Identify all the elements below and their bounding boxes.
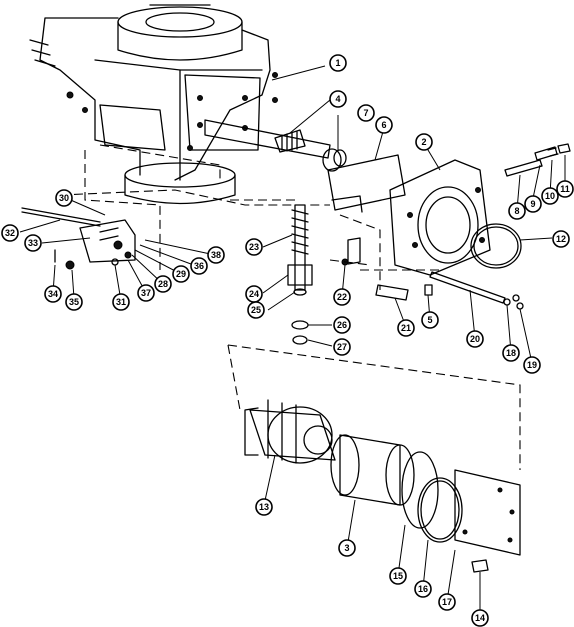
callout-35: 35 [65,293,83,311]
svg-text:32: 32 [5,228,15,238]
callout-15: 15 [389,567,407,585]
svg-text:17: 17 [442,597,452,607]
svg-text:12: 12 [556,234,566,244]
callout-32: 32 [1,224,19,242]
svg-text:37: 37 [141,288,151,298]
svg-text:24: 24 [249,289,259,299]
dashed-guide-lines [59,144,521,470]
svg-text:11: 11 [560,184,570,194]
callout-28: 28 [154,275,172,293]
svg-text:13: 13 [259,502,269,512]
callout-26: 26 [333,316,351,334]
svg-text:6: 6 [381,120,386,130]
svg-text:25: 25 [251,305,261,315]
svg-text:35: 35 [69,297,79,307]
svg-text:8: 8 [514,206,519,216]
svg-text:21: 21 [401,323,411,333]
callout-7: 7 [357,104,375,122]
callout-22: 22 [333,288,351,306]
svg-text:19: 19 [527,360,537,370]
callout-11: 11 [556,180,574,198]
svg-text:22: 22 [337,292,347,302]
callout-1: 1 [329,54,347,72]
svg-text:4: 4 [335,94,340,104]
callout-9: 9 [524,195,542,213]
callout-34: 34 [44,285,62,303]
svg-text:1: 1 [335,58,340,68]
callout-16: 16 [414,580,432,598]
shaft-assembly [204,119,347,172]
callouts: 1 2 3 4 5 6 7 8 9 10 11 12 13 14 15 16 1… [1,54,574,627]
end-cover [389,159,522,276]
callout-18: 18 [502,344,520,362]
svg-text:3: 3 [344,543,349,553]
callout-23: 23 [245,238,263,256]
callout-37: 37 [137,284,155,302]
svg-text:31: 31 [116,297,126,307]
svg-text:5: 5 [427,315,432,325]
callout-27: 27 [333,338,351,356]
callout-29: 29 [172,265,190,283]
relief-valve-assembly [287,204,313,345]
small-parts [341,237,524,310]
callout-4: 4 [329,90,347,108]
callout-36: 36 [190,257,208,275]
callout-21: 21 [397,319,415,337]
callout-33: 33 [24,234,42,252]
svg-text:26: 26 [337,320,347,330]
callout-20: 20 [466,330,484,348]
svg-text:30: 30 [59,193,69,203]
callout-31: 31 [112,293,130,311]
svg-text:28: 28 [158,279,168,289]
pump-housing [29,4,278,205]
callout-10: 10 [541,187,559,205]
svg-text:18: 18 [506,348,516,358]
callout-6: 6 [375,116,393,134]
svg-text:23: 23 [249,242,259,252]
callout-14: 14 [471,609,489,627]
callout-38: 38 [207,246,225,264]
callout-3: 3 [338,539,356,557]
svg-text:36: 36 [194,261,204,271]
callout-17: 17 [438,593,456,611]
svg-text:14: 14 [475,613,485,623]
callout-12: 12 [552,230,570,248]
svg-text:15: 15 [393,571,403,581]
pin-set [504,143,571,177]
svg-text:10: 10 [545,191,555,201]
gasket-plate [327,154,406,213]
svg-text:7: 7 [363,108,368,118]
callout-25: 25 [247,301,265,319]
callout-8: 8 [508,202,526,220]
svg-text:29: 29 [176,269,186,279]
callout-2: 2 [415,133,433,151]
rotor-assembly [244,399,521,573]
svg-text:2: 2 [421,137,426,147]
svg-text:33: 33 [28,238,38,248]
callout-24: 24 [245,285,263,303]
svg-text:16: 16 [418,584,428,594]
svg-text:20: 20 [470,334,480,344]
linkage-parts [21,207,136,270]
callout-13: 13 [255,498,273,516]
svg-text:38: 38 [211,250,221,260]
callout-5: 5 [421,311,439,329]
svg-text:27: 27 [337,342,347,352]
callout-19: 19 [523,356,541,374]
svg-text:34: 34 [48,289,58,299]
callout-30: 30 [55,189,73,207]
svg-text:9: 9 [530,199,535,209]
